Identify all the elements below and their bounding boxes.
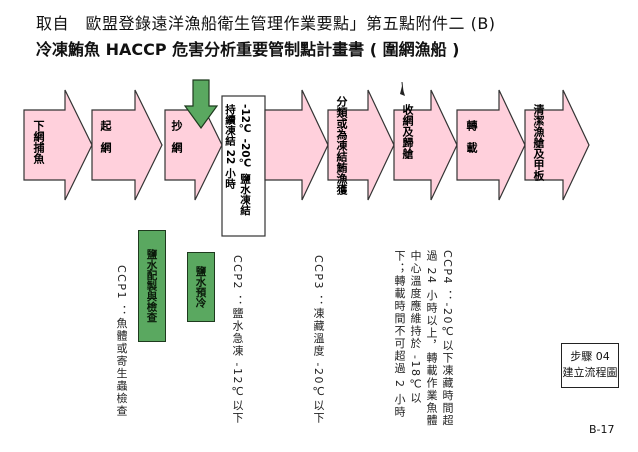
step-label-5: 分類或為凍結鮪漁獲 <box>335 96 348 195</box>
step-box: 步驟 04 建立流程圖 <box>561 343 619 388</box>
ccp3-note: CCP3 ：凍藏溫度 -20℃以下 <box>312 255 325 425</box>
step-label-4: -12℃ -20℃ 鹽水凍結 <box>239 104 251 216</box>
step-label-1: 下網捕魚 <box>32 120 45 164</box>
header-subtitle: 冷凍鮪魚 HACCP 危害分析重要管制點計畫書 ( 圍網漁船 ) <box>36 40 460 59</box>
flow-arrow-4 <box>264 89 329 201</box>
header-title: 取自 歐盟登錄遠洋漁船衛生管理作業要點」第五點附件二 (B) <box>36 14 496 33</box>
flow-arrow-8 <box>524 89 590 201</box>
ccp4-note-line4: 下；轉載時間不可超過 2 小時 <box>393 250 406 419</box>
ccp4-note-line3: 中心溫度應維持於 -18℃以 <box>409 250 422 405</box>
flow-arrow-5 <box>327 89 395 201</box>
ccp1-note: CCP1 ：魚體或寄生蟲檢查 <box>115 265 128 418</box>
freezing-box <box>221 95 266 237</box>
step-label-2: 起 網 <box>99 120 112 153</box>
green-down-arrow <box>183 79 219 130</box>
ccp2-note: CCP2 ：鹽水急凍 -12℃以下 <box>231 255 244 425</box>
step-label-3: 抄 網 <box>170 120 183 153</box>
marker-line <box>401 81 404 93</box>
step-label-6: 收網及歸艙 <box>401 104 414 159</box>
flow-arrow-6 <box>393 89 458 201</box>
brine-prep-box: 鹽水配製與檢查 <box>138 230 166 342</box>
step-label-7: 轉 載 <box>465 120 478 153</box>
flow-arrow-7 <box>456 89 526 201</box>
step-box-line1: 步驟 04 <box>570 350 610 363</box>
brine-precool-box: 鹽水預冷 <box>187 252 215 322</box>
flow-arrow-2 <box>91 89 163 201</box>
flow-arrow-1 <box>23 89 93 201</box>
page-number: B-17 <box>589 423 615 436</box>
step-label-4b: 持續凍結 22 小時 <box>224 104 236 189</box>
step-label-8: 清潔漁艙及甲板 <box>532 104 545 181</box>
ccp4-note-line2: 過 24 小時以上，轉載作業魚體 <box>425 250 438 427</box>
step-box-line2: 建立流程圖 <box>562 366 618 379</box>
ccp4-note-line1: CCP4 ：-20℃以下凍藏時間超 <box>441 250 454 427</box>
